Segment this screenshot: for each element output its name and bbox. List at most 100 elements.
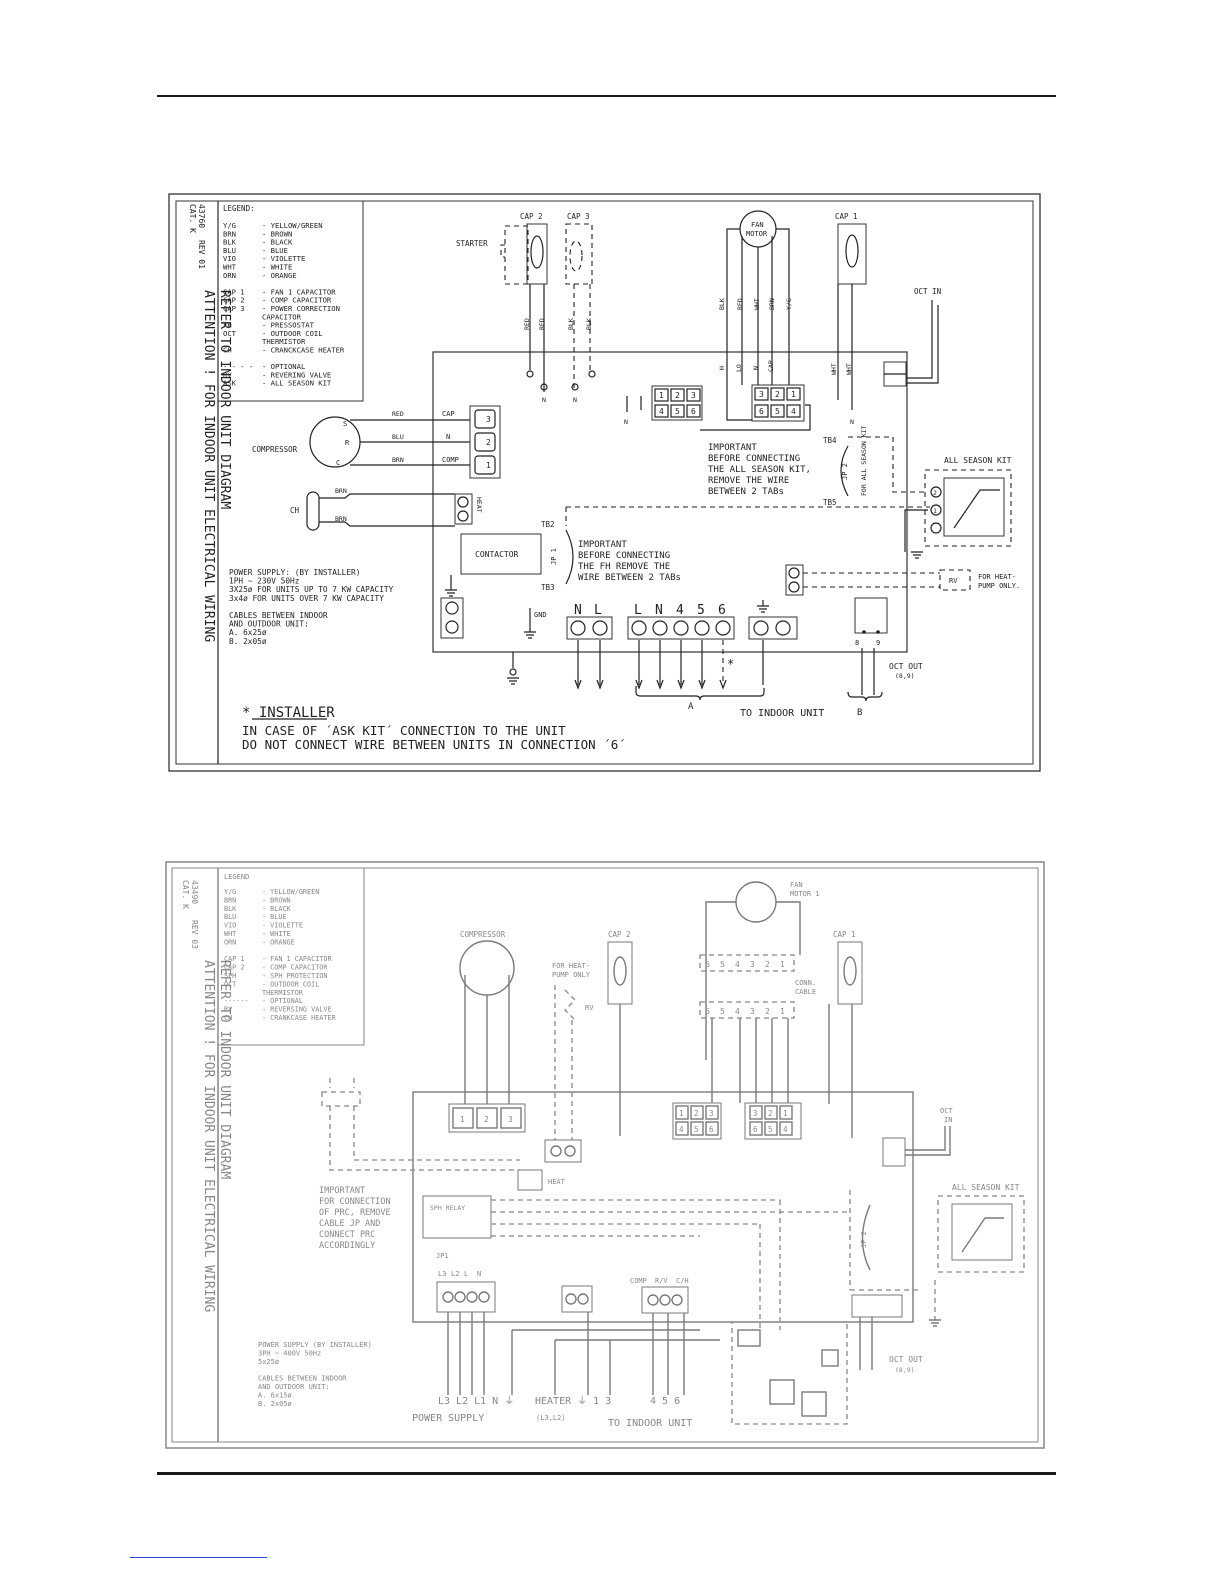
- pcb-pin: [779, 1105, 793, 1120]
- legend-text: - BROWN: [262, 896, 291, 904]
- legend-code: WHT: [223, 263, 237, 272]
- svg-text:RED: RED: [736, 298, 744, 310]
- legend-code: BLU: [224, 913, 236, 921]
- terminal-block: [627, 616, 735, 640]
- diagram-2-pcb-board: [412, 1091, 914, 1323]
- svg-text:MOTOR 1: MOTOR 1: [790, 890, 820, 898]
- svg-text:JP1: JP1: [436, 1252, 449, 1260]
- svg-text:ATTENTION ! FOR INDOOR UNIT: ATTENTION ! FOR INDOOR UNIT ELECTRICAL W…: [201, 290, 216, 642]
- pcb-pin-label: 4: [679, 1125, 684, 1134]
- legend-text: - ORANGE: [262, 938, 295, 946]
- legend-code: WHT: [224, 930, 236, 938]
- legend-text: - COMP CAPACITOR: [262, 296, 332, 305]
- legend-text: - BLUE: [262, 913, 287, 921]
- legend-code: Y/G: [224, 888, 236, 896]
- terminal-screw: [631, 620, 647, 636]
- svg-text:THE ALL SEASON KIT,: THE ALL SEASON KIT,: [708, 465, 811, 475]
- connector-row: [699, 954, 795, 972]
- connector-pin: 3: [750, 1007, 755, 1016]
- terminal-screw: [592, 620, 608, 636]
- svg-text:REFER TO INDOOR UNIT DIAGRAM: REFER TO INDOOR UNIT DIAGRAM: [217, 960, 232, 1179]
- svg-text:43490: 43490: [190, 880, 199, 904]
- svg-text:BETWEEN 2 TABs: BETWEEN 2 TABs: [708, 487, 784, 497]
- svg-text:BLK: BLK: [567, 318, 575, 330]
- terminal-arrow: [698, 679, 706, 690]
- terminal-screw: [673, 620, 689, 636]
- svg-text:BLU: BLU: [392, 433, 404, 441]
- svg-text:POWER SUPPLY: POWER SUPPLY: [412, 1413, 484, 1424]
- terminal-arrow: [596, 679, 604, 690]
- svg-text:REV 03: REV 03: [190, 920, 199, 949]
- svg-text:BEFORE CONNECTING: BEFORE CONNECTING: [708, 454, 800, 464]
- svg-text:IN: IN: [944, 1116, 952, 1124]
- svg-text:IN CASE OF ´ASK KIT´ CONNECTIO: IN CASE OF ´ASK KIT´ CONNECTION TO THE U…: [242, 723, 566, 738]
- svg-text:N: N: [574, 603, 582, 618]
- legend-text: - POWER CORRECTION: [262, 304, 340, 313]
- svg-text:N: N: [655, 603, 663, 618]
- svg-text:IMPORTANT: IMPORTANT: [578, 540, 627, 550]
- svg-text:N: N: [446, 433, 450, 441]
- svg-text:LO: LO: [735, 364, 743, 372]
- legend-code: BRN: [224, 896, 236, 904]
- svg-text:*: *: [727, 657, 734, 671]
- svg-text:L: L: [594, 603, 602, 618]
- svg-text:RV: RV: [585, 1004, 594, 1012]
- pcb-pin-label: 6: [709, 1125, 714, 1134]
- legend-code: CAP 2: [223, 296, 245, 305]
- svg-text:TB2: TB2: [541, 520, 555, 529]
- svg-text:CAP: CAP: [442, 410, 455, 418]
- svg-text:4: 4: [659, 407, 664, 416]
- terminal-label: L2: [451, 1270, 459, 1278]
- pcb-pin: [749, 1121, 763, 1136]
- d1-to-indoor-unit: TO INDOOR UNIT: [740, 708, 824, 719]
- connector-pin: 1: [780, 960, 785, 969]
- terminal-arrow: [635, 679, 643, 690]
- connector-pin: 2: [765, 960, 770, 969]
- legend-text: - YELLOW/GREEN: [262, 221, 323, 230]
- legend-code: FH: [223, 321, 232, 330]
- connector-pin: 4: [735, 1007, 740, 1016]
- legend-text: - OUTDOOR COIL: [262, 980, 319, 988]
- connector-row: [699, 1001, 795, 1019]
- d1-fan-connector-block: 3 2 1 6 5 4: [751, 384, 805, 422]
- svg-text:FAN: FAN: [751, 221, 764, 229]
- diagram-1-side-title: ATTENTION ! FOR INDOOR UNIT ELECTRICAL W…: [201, 290, 232, 642]
- svg-text:ATTENTION ! FOR INDOOR UNIT: ATTENTION ! FOR INDOOR UNIT ELECTRICAL W…: [201, 960, 216, 1312]
- svg-text:BRN: BRN: [392, 456, 404, 464]
- diagram-1-pcb-board: [432, 351, 908, 653]
- footer-link-underline[interactable]: [130, 1557, 267, 1558]
- terminal-arrow: [677, 679, 685, 690]
- svg-text:JP 2: JP 2: [841, 463, 849, 480]
- power-supply-line: 1PH ~ 230V 50Hz: [229, 577, 299, 586]
- svg-text:N: N: [850, 418, 854, 426]
- svg-text:BRN: BRN: [768, 298, 776, 310]
- terminal-label: N: [477, 1270, 481, 1278]
- d1-power-supply-note: POWER SUPPLY: (BY INSTALLER)1PH ~ 230V 5…: [229, 568, 394, 646]
- connector-pin: 5: [720, 1007, 725, 1016]
- power-supply-line: 3X25ø FOR UNITS UP TO 7 KW CAPACITY: [229, 585, 394, 594]
- svg-text:WHT: WHT: [845, 363, 853, 375]
- d1-installer-title: * INSTALLER: [242, 705, 335, 721]
- legend-code: ORN: [223, 271, 236, 280]
- svg-text:WIRE BETWEEN 2 TABs: WIRE BETWEEN 2 TABs: [578, 573, 681, 583]
- svg-text:CAT. K: CAT. K: [181, 880, 190, 909]
- legend-text: - REVERING VALVE: [262, 370, 331, 379]
- legend-text: - BROWN: [262, 229, 292, 238]
- svg-text:2: 2: [486, 438, 491, 447]
- pcb-pin-label: 6: [753, 1125, 758, 1134]
- power-supply-line: POWER SUPPLY: (BY INSTALLER): [229, 568, 360, 577]
- legend-text: - FAN 1 CAPACITOR: [262, 287, 336, 296]
- legend-text: - FAN 1 CAPACITOR: [262, 955, 332, 963]
- svg-text:RED: RED: [538, 318, 546, 330]
- svg-text:COMP: COMP: [442, 456, 459, 464]
- terminal-arrow: [719, 679, 727, 690]
- svg-text:MOTOR: MOTOR: [746, 230, 768, 238]
- legend-code: BLU: [223, 246, 236, 255]
- svg-text:THE FH REMOVE THE: THE FH REMOVE THE: [578, 562, 670, 572]
- connector-pin: 5: [720, 960, 725, 969]
- pcb-pin: [764, 1105, 778, 1120]
- important-line: CABLE JP AND: [319, 1219, 380, 1229]
- svg-text:3: 3: [759, 390, 764, 399]
- d1-important-ask-note: IMPORTANT BEFORE CONNECTING THE ALL SEAS…: [708, 443, 811, 497]
- svg-text:BLK: BLK: [585, 318, 593, 330]
